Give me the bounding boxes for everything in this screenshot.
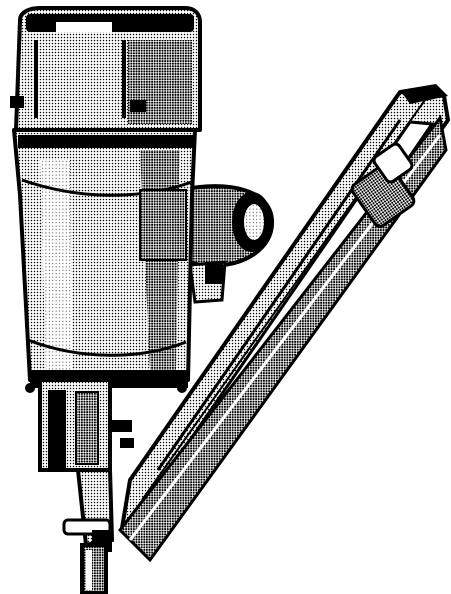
magazine-pusher [350, 142, 416, 228]
top-cap [10, 6, 202, 132]
bolt-details [25, 383, 187, 448]
tool-body [12, 128, 197, 388]
nose-assembly [38, 378, 115, 594]
handle-grip [178, 184, 275, 304]
